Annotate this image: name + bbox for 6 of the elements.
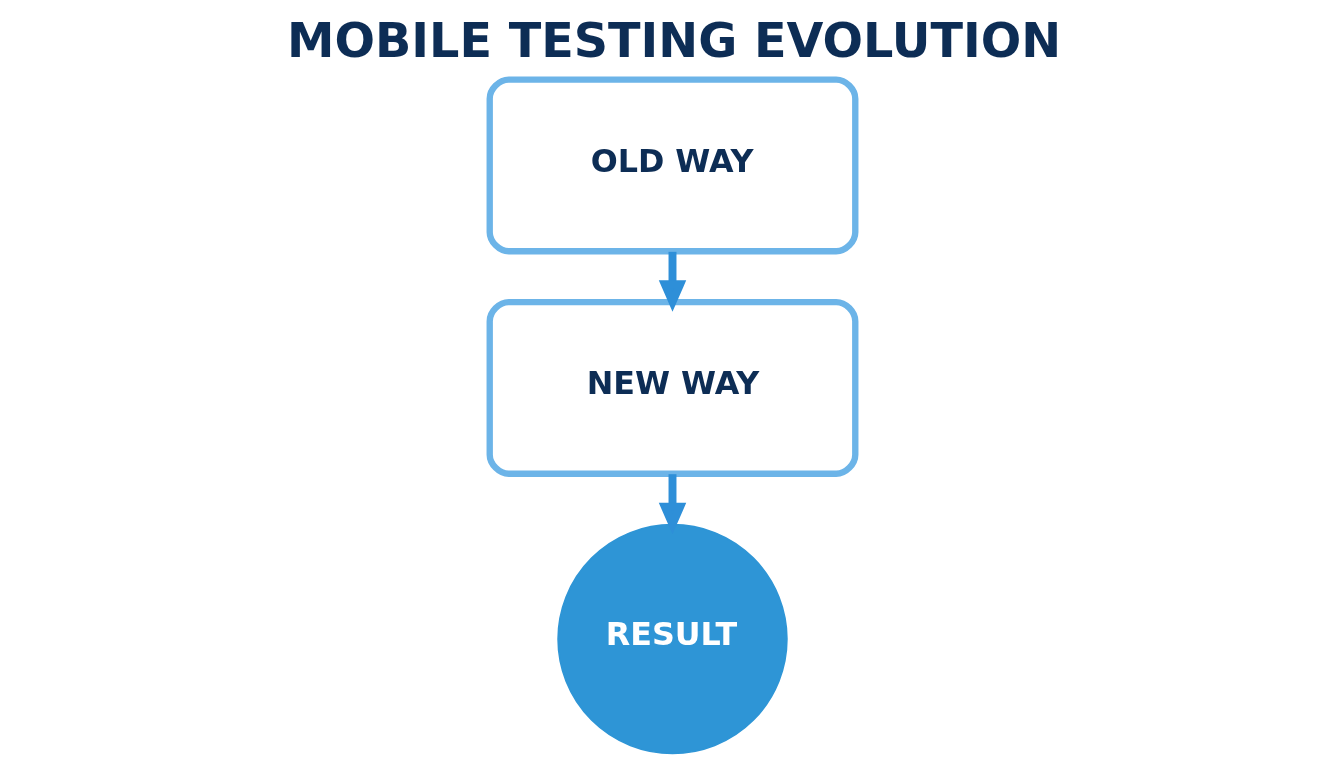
arrow <box>658 251 686 312</box>
arrow <box>658 474 686 535</box>
node-box: NEW WAY <box>486 298 858 477</box>
diagram-title: MOBILE TESTING EVOLUTION <box>286 13 1061 69</box>
node-circle: RESULT <box>556 523 788 755</box>
node-box: OLD WAY <box>486 76 858 255</box>
